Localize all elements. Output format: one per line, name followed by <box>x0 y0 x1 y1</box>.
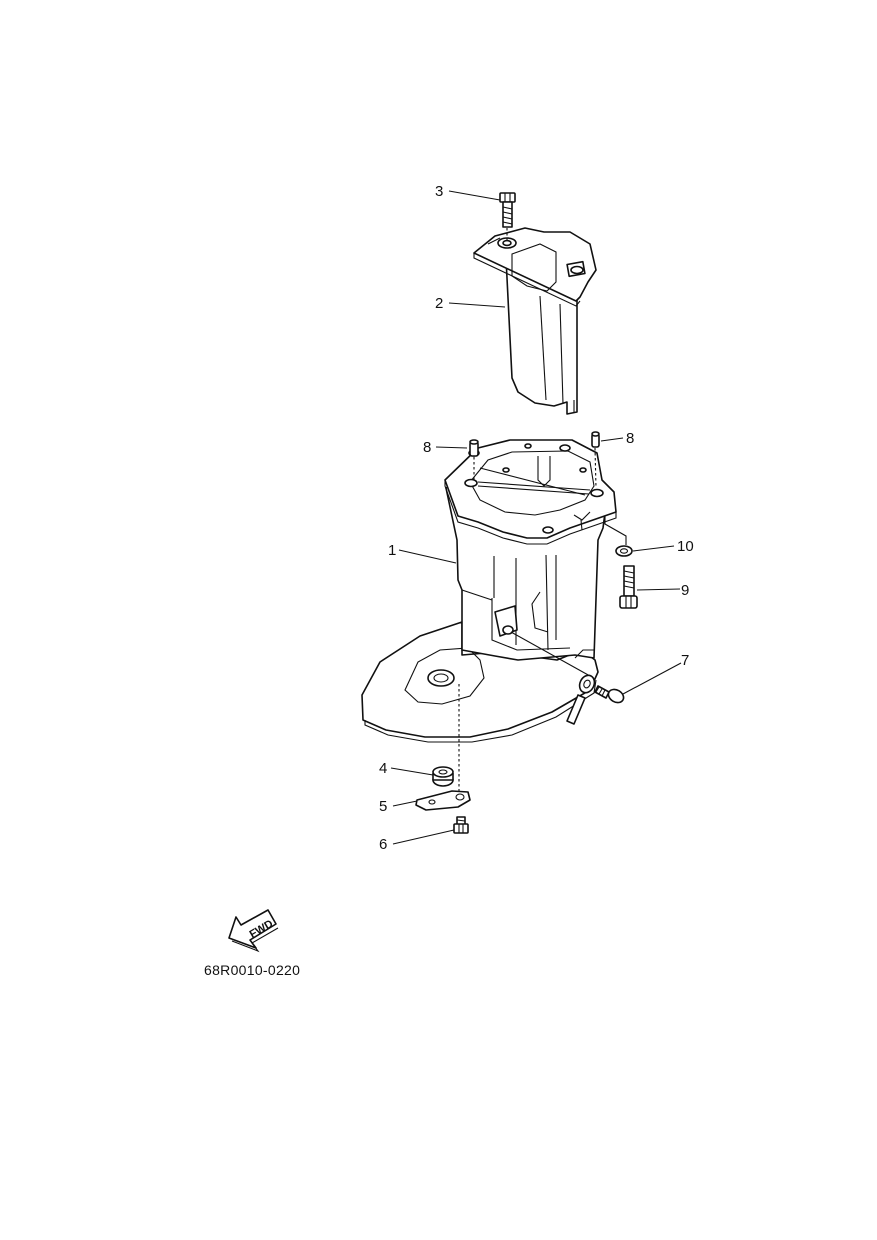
callout-3: 3 <box>435 183 443 200</box>
callout-9: 9 <box>681 582 689 599</box>
callout-2: 2 <box>435 295 443 312</box>
exhaust-guide-part <box>473 227 597 415</box>
callout-7: 7 <box>681 652 689 669</box>
upper-casing-part <box>361 439 617 743</box>
casing-washer-part <box>604 516 633 557</box>
leader-4 <box>390 767 434 776</box>
leader-10 <box>632 545 675 552</box>
leader-9 <box>636 588 681 591</box>
leader-8-right <box>600 437 624 442</box>
callout-8-left: 8 <box>423 439 431 456</box>
dowel-pin-left-part <box>469 439 479 480</box>
callout-4: 4 <box>379 760 387 777</box>
callout-1: 1 <box>388 542 396 559</box>
leader-8-left <box>435 446 468 449</box>
drain-bolt-part <box>453 816 469 834</box>
callout-10: 10 <box>677 538 694 555</box>
leader-2 <box>448 302 506 308</box>
leader-3 <box>448 190 501 201</box>
callout-5: 5 <box>379 798 387 815</box>
leader-1 <box>398 549 457 564</box>
drain-plate-part <box>415 790 471 811</box>
catalog-code: 68R0010-0220 <box>204 962 301 978</box>
dowel-pin-right-part <box>591 431 600 489</box>
guide-bolt-part <box>499 192 516 243</box>
callout-numbers: 1 2 3 4 5 6 7 8 8 9 10 <box>379 183 694 853</box>
leader-5 <box>392 800 418 807</box>
fwd-arrow-icon: FWD <box>228 909 279 953</box>
casing-bolt-part <box>619 565 638 609</box>
leader-7 <box>622 662 682 695</box>
leader-6 <box>392 829 455 845</box>
drain-grommet-part <box>432 766 454 787</box>
callout-8-right: 8 <box>626 430 634 447</box>
callout-6: 6 <box>379 836 387 853</box>
leader-lines <box>390 190 682 845</box>
ground-lead-screw-part <box>594 685 625 704</box>
ground-lead-part <box>510 631 596 725</box>
